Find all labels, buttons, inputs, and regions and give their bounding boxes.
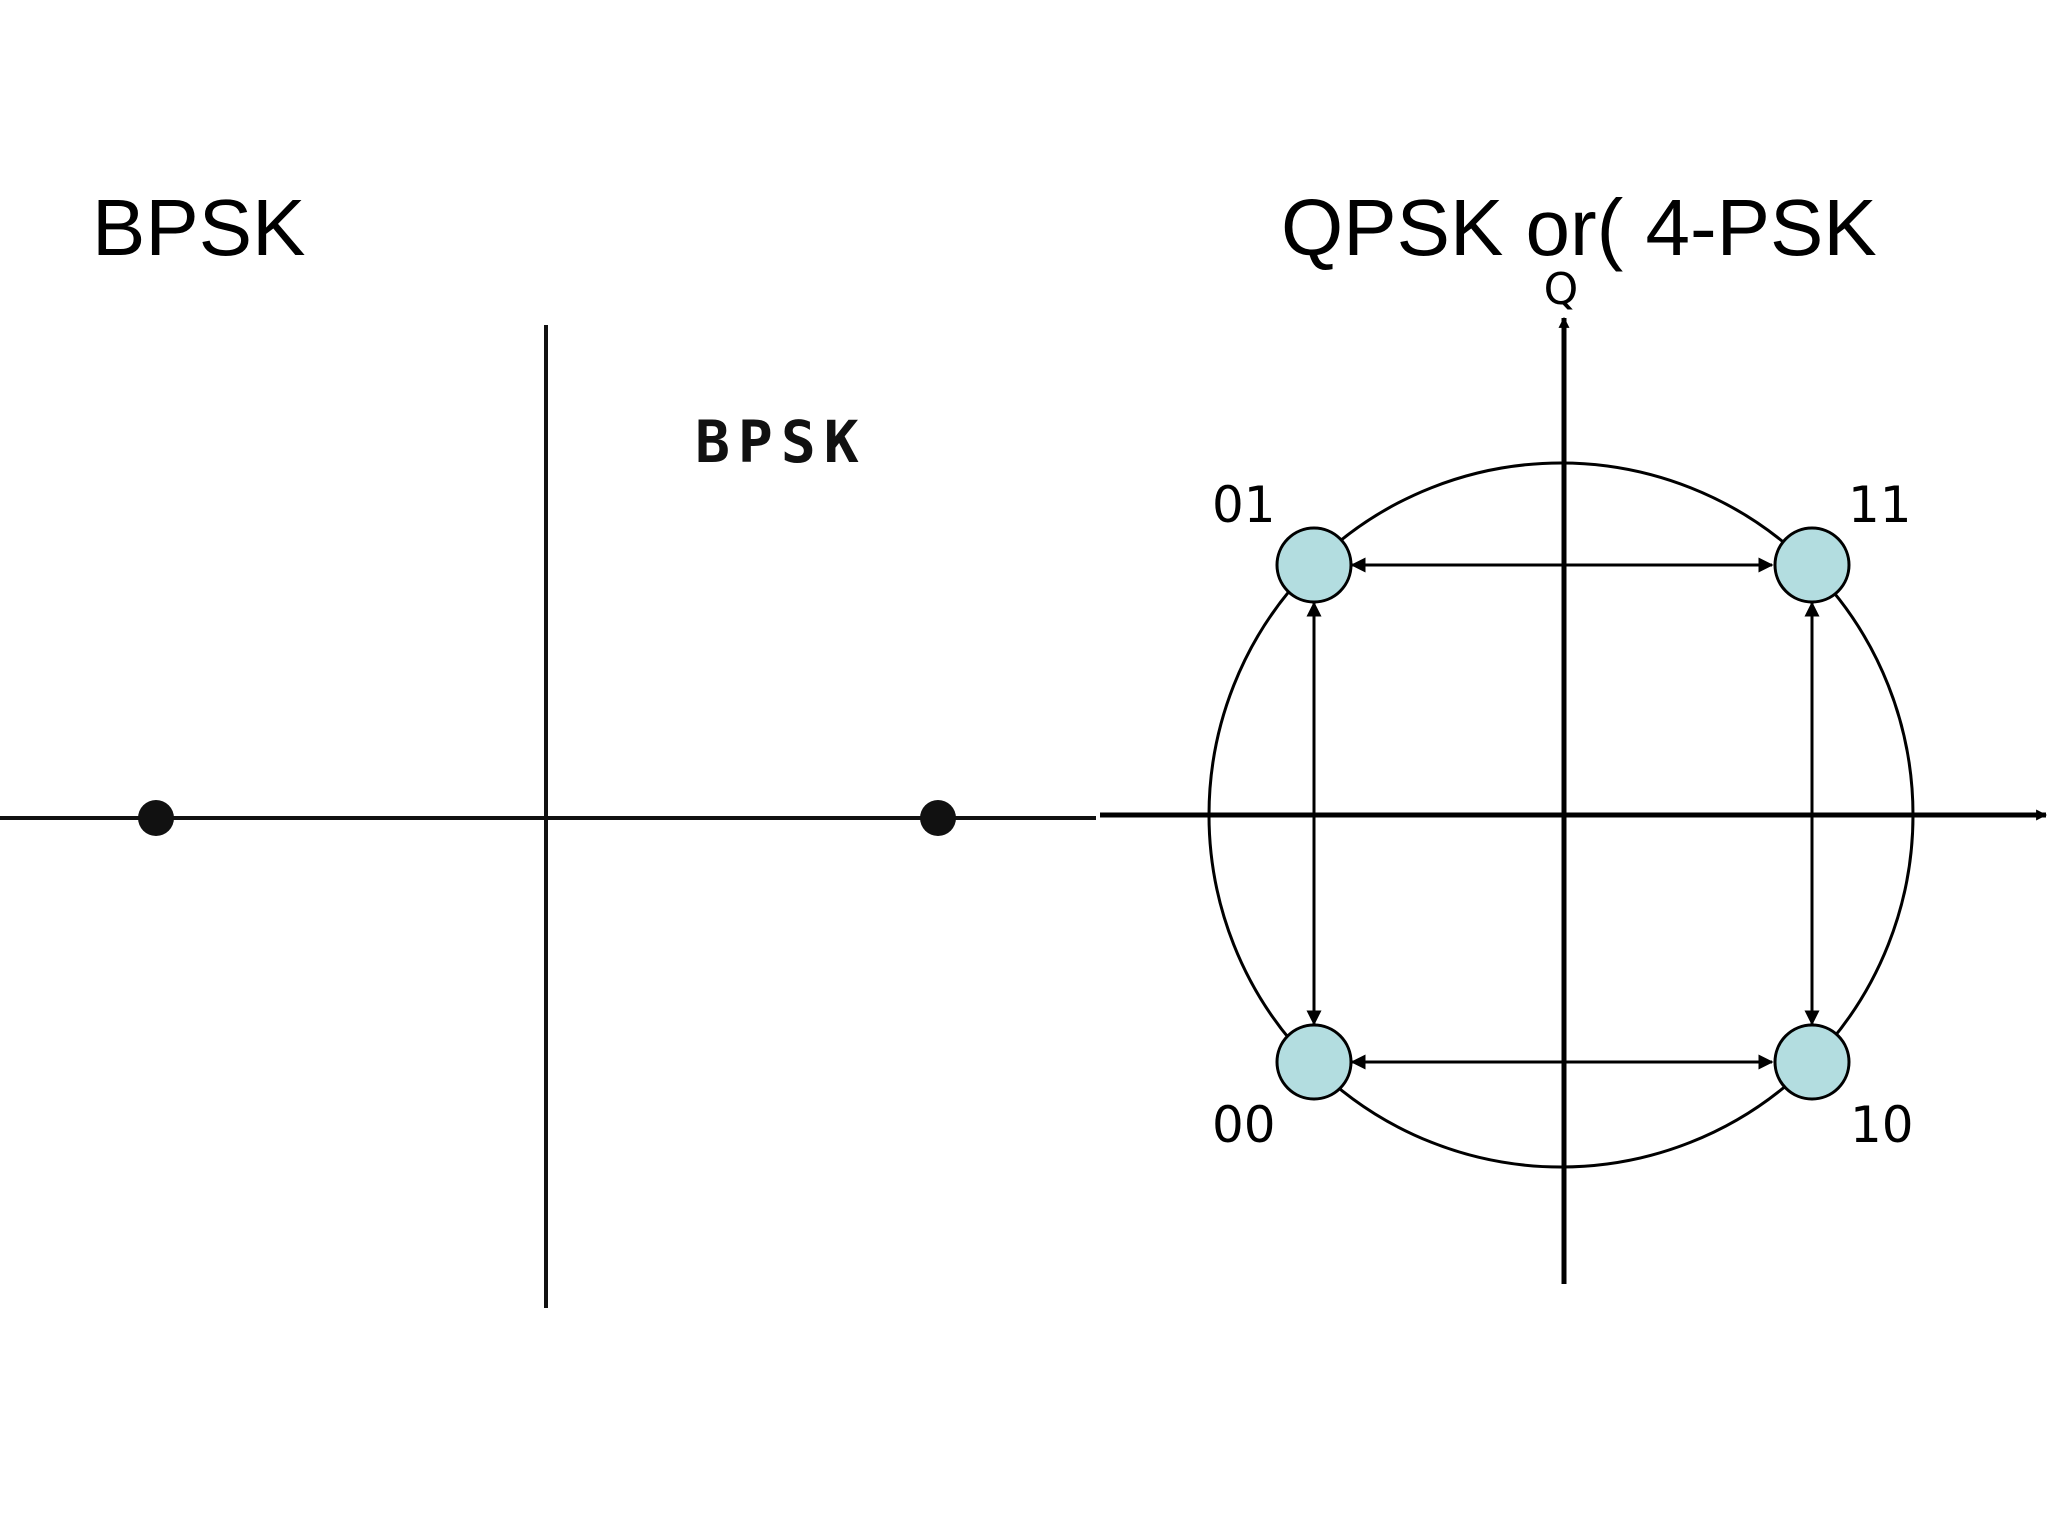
- qpsk-point-10: 10: [1773, 1023, 1914, 1154]
- qpsk-point-marker: [1773, 1023, 1851, 1101]
- qpsk-point-01: 01: [1212, 476, 1353, 604]
- qpsk-unit-circle: [1207, 461, 1915, 1169]
- qpsk-point-label: 01: [1212, 476, 1276, 534]
- bpsk-point-positive: [920, 800, 956, 836]
- bpsk-slide-title: BPSK: [92, 183, 305, 272]
- qpsk-point-00: 00: [1212, 1023, 1353, 1154]
- bpsk-point-negative: [138, 800, 174, 836]
- qpsk-point-marker: [1275, 1023, 1353, 1101]
- qpsk-slide-title: QPSK or( 4-PSK: [1281, 183, 1877, 272]
- qpsk-point-label: 00: [1212, 1096, 1276, 1154]
- qpsk-panel: QPSK or( 4-PSK Q 01 11 00 10: [1100, 183, 2048, 1284]
- qpsk-point-marker: [1275, 526, 1353, 604]
- qpsk-point-11: 11: [1773, 476, 1912, 604]
- qpsk-q-axis-label: Q: [1544, 264, 1579, 315]
- bpsk-inner-title: BPSK: [695, 408, 867, 476]
- bpsk-panel: BPSK BPSK: [0, 183, 1096, 1308]
- qpsk-point-marker: [1773, 526, 1851, 604]
- qpsk-point-label: 10: [1850, 1096, 1914, 1154]
- qpsk-point-label: 11: [1848, 476, 1912, 534]
